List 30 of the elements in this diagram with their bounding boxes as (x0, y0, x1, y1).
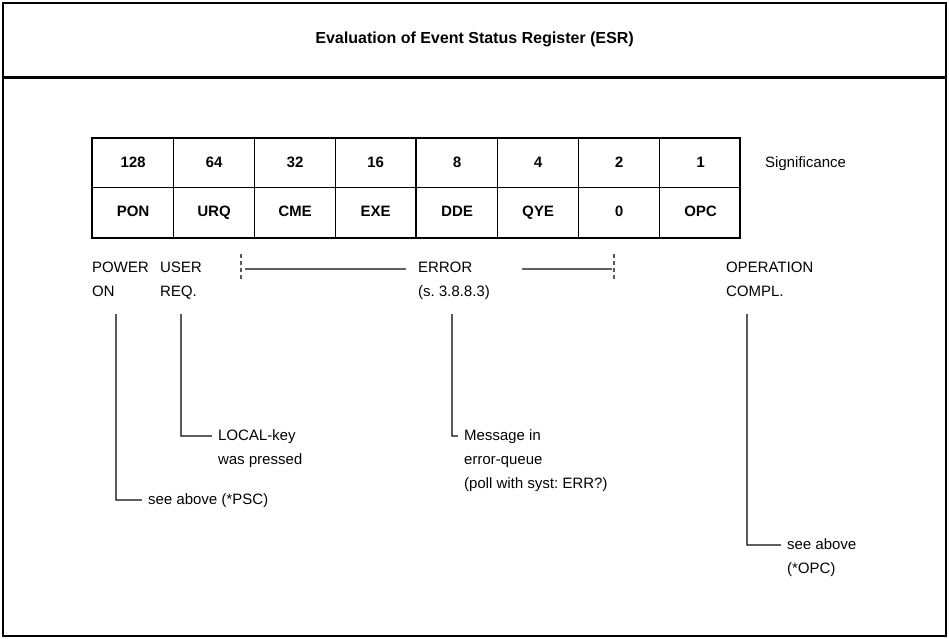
bit-name-cell: DDE (417, 188, 498, 237)
annotation-text: USER REQ. (160, 256, 210, 304)
bit-name-cell: URQ (174, 188, 255, 237)
annotation-text: POWER ON (92, 256, 152, 304)
annotation-text: LOCAL-key was pressed (218, 424, 313, 472)
title: Evaluation of Event Status Register (ESR) (315, 29, 634, 49)
bit-name-cell: PON (93, 188, 174, 237)
bit-value-cell: 128 (93, 139, 174, 188)
bit-name-cell: QYE (498, 188, 579, 237)
leader-line (115, 314, 142, 501)
bit-value-cell: 2 (579, 139, 660, 188)
annotation-text: OPERATION COMPL. (726, 256, 826, 304)
bit-name-cell: CME (255, 188, 336, 237)
bit-name-cell: 0 (579, 188, 660, 237)
leader-line (180, 314, 212, 437)
bit-value-cell: 16 (336, 139, 417, 188)
annotation-text: Message in error-queue (poll with syst: ERR?) (464, 424, 608, 496)
bit-name-cell-text: OPC (683, 202, 718, 222)
annotation-text: ERROR (s. 3.8.8.3) (418, 256, 518, 304)
bit-value-cell: 1 (660, 139, 741, 188)
bit-name-cell: EXE (336, 188, 417, 237)
leader-line (746, 314, 781, 546)
leader-line (451, 314, 458, 437)
annotation-text: see above (*PSC) (148, 488, 328, 512)
bit-value-cell: 32 (255, 139, 336, 188)
bit-value-cell: 8 (417, 139, 498, 188)
row-caption: Significance (765, 152, 846, 172)
bit-value-cell: 4 (498, 139, 579, 188)
annotation-text: see above (*OPC) (787, 533, 867, 581)
bit-value-cell: 64 (174, 139, 255, 188)
